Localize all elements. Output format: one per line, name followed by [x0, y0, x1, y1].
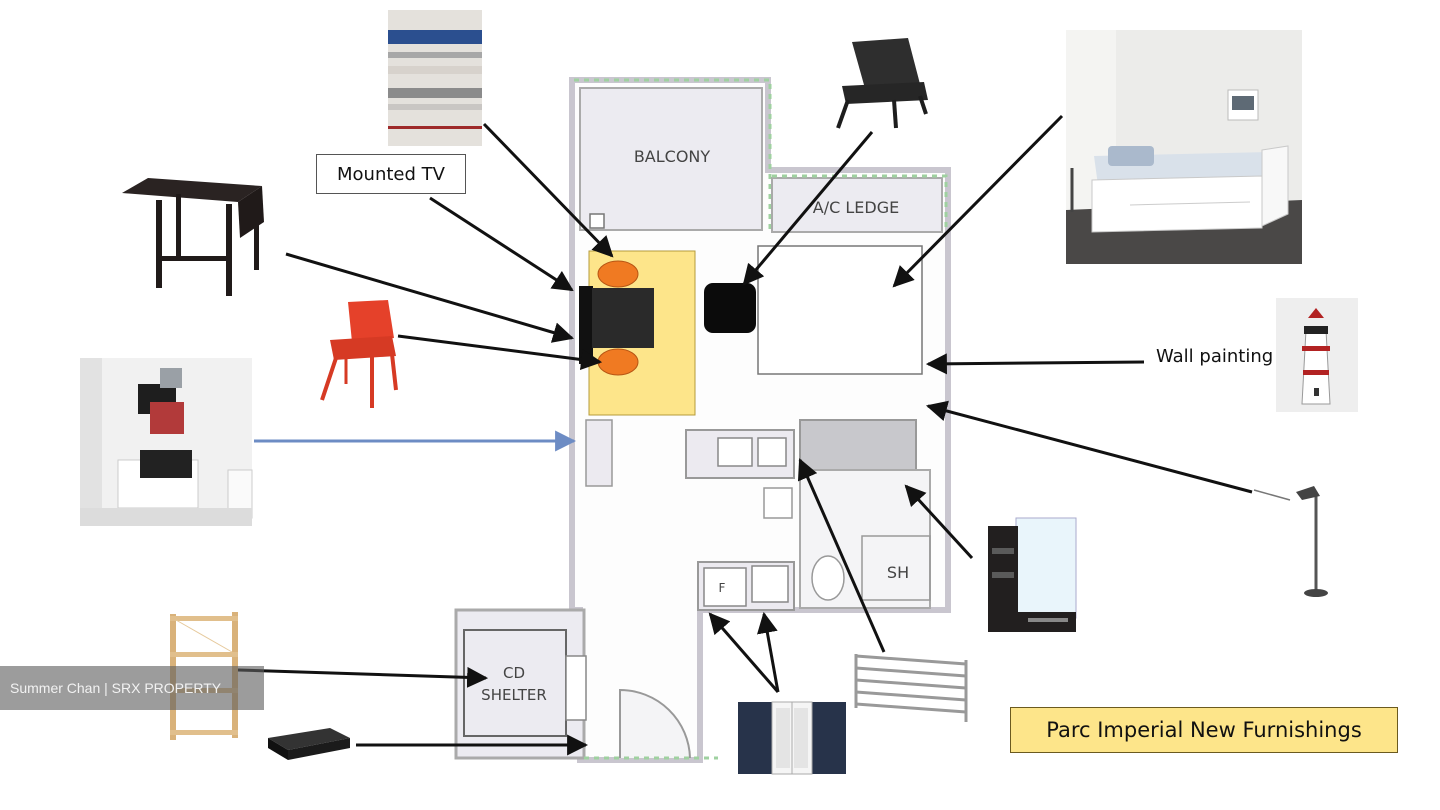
tv-stand-icon	[988, 517, 1077, 632]
shelving-unit-photo-icon	[80, 358, 253, 526]
arrow-towel-rail	[797, 458, 886, 653]
cd-shelter-label-2: SHELTER	[481, 686, 547, 704]
striped-rug-icon	[388, 10, 482, 146]
mounted-tv-mark	[579, 286, 593, 364]
black-box-icon	[268, 728, 350, 760]
shower-label: SH	[887, 563, 909, 582]
fridge-label: F	[719, 581, 726, 595]
arrow-wardrobe-left	[708, 612, 780, 693]
ac-ledge-room	[771, 177, 943, 233]
arrow-wood-shelf	[237, 666, 489, 688]
lounge-chair-mark	[704, 283, 756, 333]
cd-shelter-label-1: CD	[503, 664, 525, 682]
chair-mark-top	[597, 260, 639, 288]
daybed-area	[757, 245, 923, 375]
arrow-lounge-chair	[742, 131, 874, 286]
ac-ledge-label: A/C LEDGE	[813, 198, 899, 217]
wall-painting-label: Wall painting	[1156, 346, 1274, 367]
arrow-wardrobe-right	[757, 611, 780, 693]
wardrobe-icon	[738, 701, 846, 775]
arrow-floor-lamp	[925, 400, 1253, 494]
balcony-label: BALCONY	[634, 147, 711, 166]
arrow-chair	[397, 334, 603, 371]
dining-table-mark	[592, 288, 654, 348]
diagram-title: Parc Imperial New Furnishings	[1010, 707, 1398, 753]
daybed-photo-icon	[1066, 30, 1302, 264]
red-chair-icon	[320, 300, 398, 408]
watermark: Summer Chan | SRX PROPERTY	[0, 666, 264, 710]
arrow-table	[285, 252, 575, 343]
floor-plan: BALCONY A/C LEDGE SH F	[454, 77, 951, 763]
arrow-mounted-tv	[429, 196, 574, 292]
arrow-tv-stand	[904, 484, 974, 560]
towel-rail-icon	[854, 654, 968, 722]
chair-mark-bottom	[597, 348, 639, 376]
arrow-wall-painting	[925, 353, 1145, 375]
lighthouse-painting-icon	[1276, 298, 1358, 412]
arrow-rug	[482, 122, 614, 258]
mounted-tv-label: Mounted TV	[316, 154, 466, 194]
connector-arrows	[237, 114, 1253, 756]
drop-leaf-table-icon	[122, 178, 264, 296]
black-lounge-chair-icon	[836, 38, 928, 129]
balcony-room	[579, 87, 763, 231]
arrow-daybed	[892, 114, 1064, 288]
floor-lamp-icon	[1253, 486, 1328, 597]
